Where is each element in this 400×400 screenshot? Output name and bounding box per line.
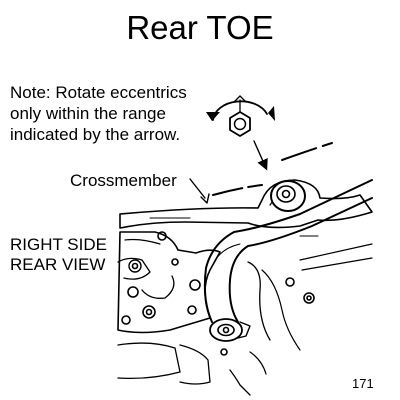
- hex-bolt-icon: [229, 111, 251, 137]
- page-title: Rear TOE: [126, 9, 274, 46]
- toe-control-arm: [203, 179, 373, 323]
- note-text: Note: Rotate eccentrics only within the …: [10, 83, 187, 144]
- view-label: RIGHT SIDE REAR VIEW: [10, 235, 150, 275]
- crossmember-label: Crossmember: [70, 171, 177, 190]
- view-label-line-1: RIGHT SIDE: [10, 235, 107, 254]
- view-label-line-2: REAR VIEW: [10, 255, 106, 274]
- circular-arrow-icon: [206, 95, 275, 121]
- eccentric-cam: [270, 180, 306, 212]
- page-number: 171: [352, 376, 374, 391]
- adjuster-joint: [209, 318, 251, 342]
